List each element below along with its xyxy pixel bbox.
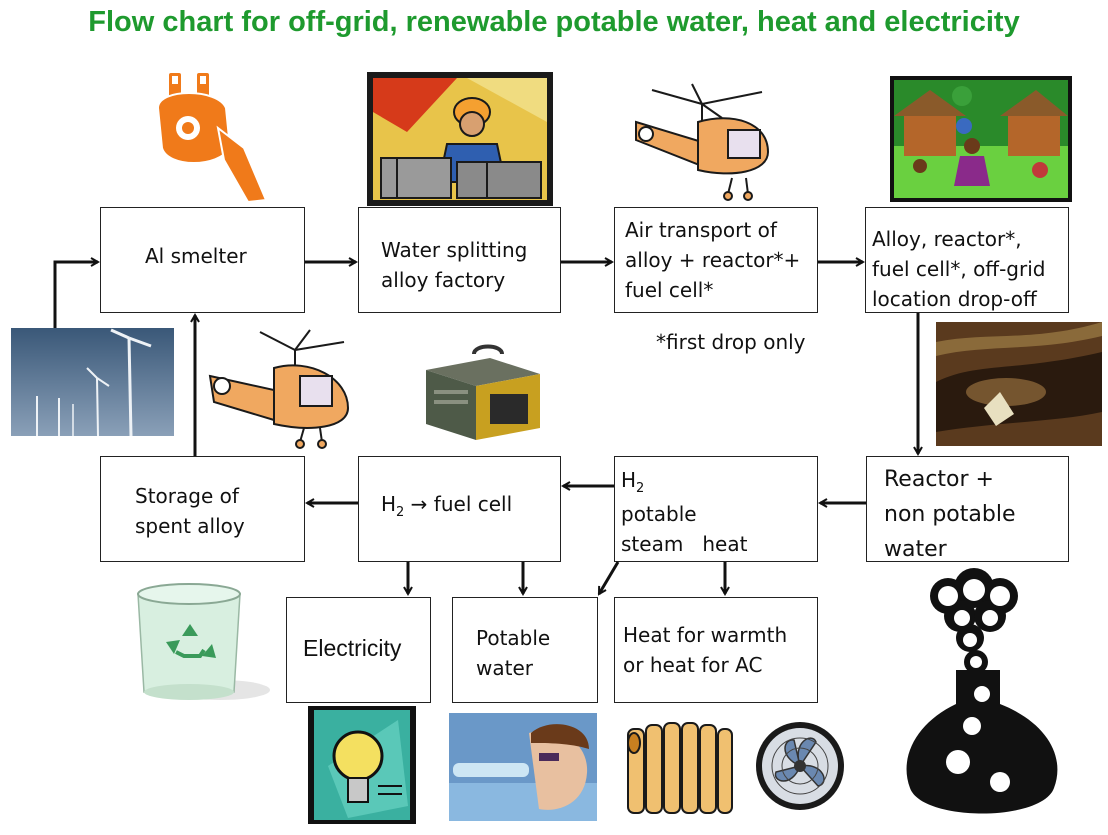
- node-label: Water splitting: [381, 238, 528, 262]
- footnote: *first drop only: [656, 330, 806, 354]
- lightbulb-icon: [308, 706, 416, 824]
- node-dropoff: Alloy, reactor*, fuel cell*, off-grid lo…: [865, 207, 1069, 313]
- factory-worker-icon: [367, 72, 553, 206]
- node-label: non potable: [884, 502, 1016, 527]
- fuel-cell-text: → fuel cell: [404, 492, 513, 516]
- node-electricity: Electricity: [286, 597, 431, 703]
- node-label: Storage of: [135, 484, 239, 508]
- node-label: water: [476, 656, 533, 680]
- drinking-water-photo: [449, 713, 597, 821]
- node-label: Al smelter: [145, 244, 247, 268]
- node-label: H2 → fuel cell: [381, 489, 512, 528]
- arrow-products-to-water: [597, 561, 620, 594]
- node-al-smelter: Al smelter: [100, 207, 305, 313]
- node-label: Alloy, reactor*,: [872, 227, 1022, 251]
- node-label: or heat for AC: [623, 653, 763, 677]
- node-label: H2: [621, 465, 644, 504]
- puddle-photo: [936, 322, 1102, 446]
- h-symbol: H: [381, 492, 397, 516]
- node-label: fuel cell*: [625, 278, 714, 302]
- node-label: location drop-off: [872, 287, 1037, 311]
- helicopter-return-icon: [208, 329, 350, 449]
- node-fuel-cell: H2 → fuel cell: [358, 456, 561, 562]
- node-air-transport: Air transport of alloy + reactor*+ fuel …: [614, 207, 818, 313]
- village-icon: [890, 76, 1072, 202]
- node-storage: Storage of spent alloy: [100, 456, 305, 562]
- radiator-icon: [627, 722, 733, 814]
- generator-icon: [426, 344, 540, 440]
- node-label: potable: [621, 502, 697, 526]
- flask-icon: [906, 568, 1058, 814]
- node-label: fuel cell*, off-grid: [872, 257, 1046, 281]
- arrow-turbines-to-smelter: [53, 262, 98, 332]
- subscript-2: 2: [636, 481, 645, 496]
- wind-turbines-photo: [11, 328, 174, 436]
- node-label: spent alloy: [135, 514, 245, 538]
- node-heat: Heat for warmth or heat for AC: [614, 597, 818, 703]
- node-products: H2 potable steam heat: [614, 456, 818, 562]
- subscript-2: 2: [396, 505, 405, 520]
- node-label: alloy factory: [381, 268, 506, 292]
- node-reactor: Reactor + non potable water: [866, 456, 1069, 562]
- node-label: Electricity: [303, 635, 402, 661]
- helicopter-icon: [635, 83, 770, 201]
- node-potable-water: Potable water: [452, 597, 598, 703]
- recycle-bin-icon: [137, 583, 270, 700]
- fan-icon: [756, 722, 844, 810]
- node-label: Heat for warmth: [623, 623, 788, 647]
- node-alloy-factory: Water splitting alloy factory: [358, 207, 561, 313]
- molten-metal-ladle-icon: [156, 71, 268, 204]
- page-title: Flow chart for off-grid, renewable potab…: [88, 6, 1020, 38]
- node-label: steam heat: [621, 532, 748, 556]
- node-label: water: [884, 537, 947, 562]
- node-label: Potable: [476, 626, 551, 650]
- h-symbol: H: [621, 468, 637, 492]
- node-label: Reactor +: [884, 467, 994, 492]
- node-label: Air transport of: [625, 218, 777, 242]
- node-label: alloy + reactor*+: [625, 248, 801, 272]
